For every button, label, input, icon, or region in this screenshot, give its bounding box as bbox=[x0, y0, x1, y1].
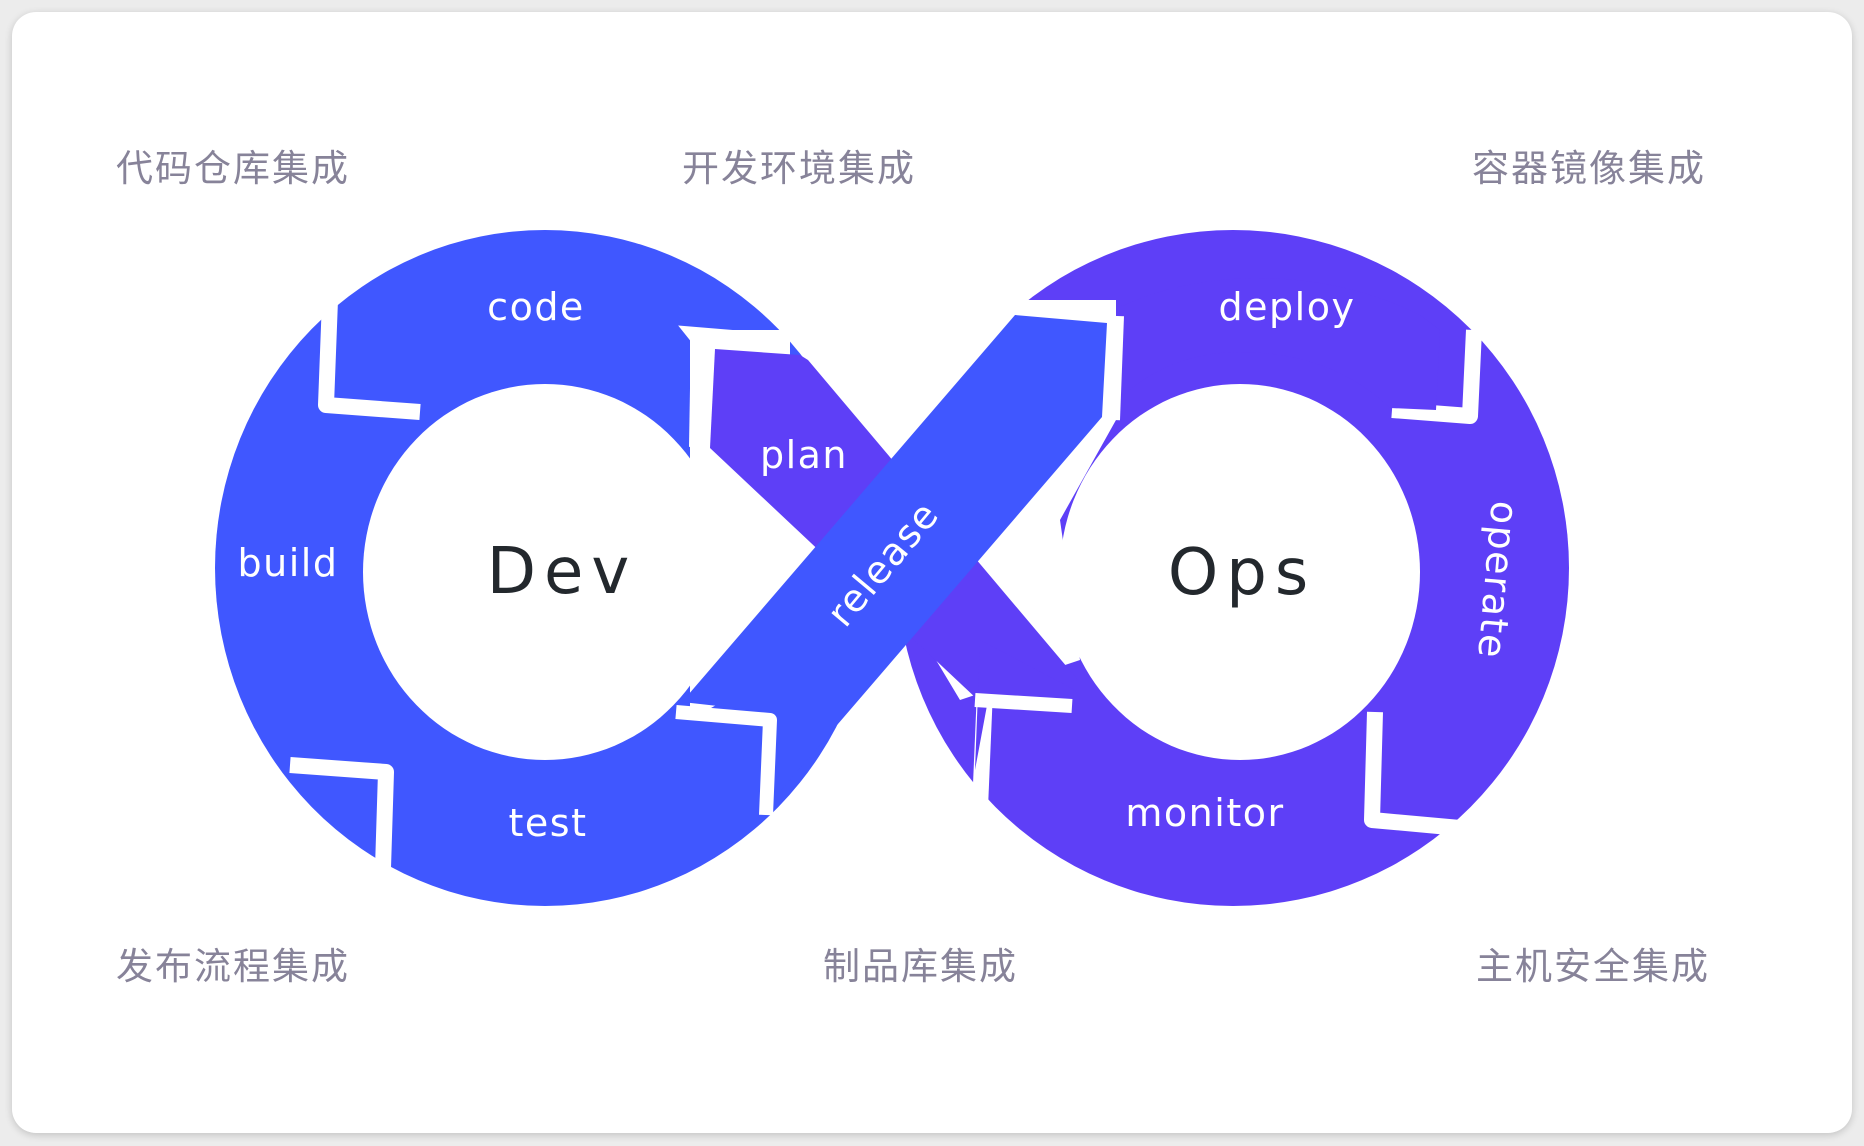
integration-label-code-repo: 代码仓库集成 bbox=[116, 147, 350, 190]
segment-label-deploy: deploy bbox=[1219, 285, 1356, 329]
monitor-gap bbox=[974, 693, 1073, 713]
plan-tail bbox=[975, 640, 1080, 770]
segment-label-build: build bbox=[238, 541, 339, 585]
dev-title: Dev bbox=[487, 535, 638, 609]
integration-label-release-flow: 发布流程集成 bbox=[116, 945, 350, 988]
segment-label-monitor: monitor bbox=[1125, 791, 1284, 835]
segment-label-test: test bbox=[509, 801, 588, 845]
release-gap-top bbox=[1106, 315, 1124, 421]
segment-label-plan: plan bbox=[760, 433, 848, 477]
integration-label-container-image: 容器镜像集成 bbox=[1472, 147, 1706, 190]
deploy-segment bbox=[1118, 278, 1440, 410]
integration-label-artifact-repo: 制品库集成 bbox=[823, 945, 1018, 988]
ops-title: Ops bbox=[1168, 536, 1316, 610]
segment-label-code: code bbox=[487, 285, 585, 329]
plan-gap bbox=[689, 329, 705, 448]
release-gap-bottom bbox=[675, 705, 777, 816]
integration-label-host-security: 主机安全集成 bbox=[1476, 945, 1710, 988]
release-segment bbox=[682, 315, 1107, 803]
integration-label-dev-env: 开发环境集成 bbox=[682, 147, 916, 190]
